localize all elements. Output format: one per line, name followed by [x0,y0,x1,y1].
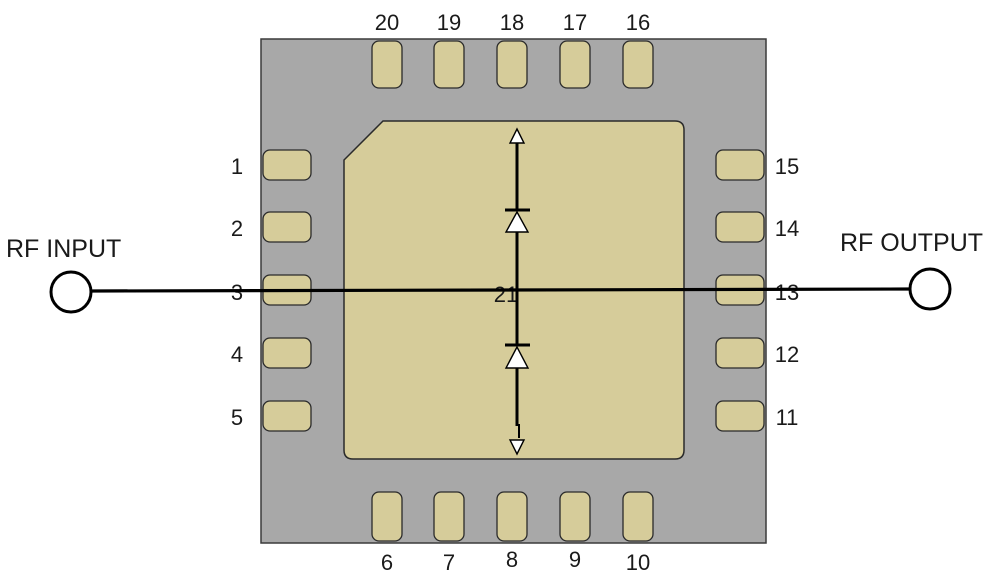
pin-number-left: 5 [231,405,243,430]
pin-number-right: 14 [775,216,799,241]
diode-chain [504,127,530,456]
pin-number-right: 11 [776,405,799,430]
pad-top [496,40,528,89]
pin-number-bottom: 10 [626,550,650,575]
pin-number-bottom: 6 [381,550,393,575]
pin-number-top: 18 [500,10,524,35]
pin-number-top: 17 [563,10,587,35]
left-pads [262,149,312,432]
pad-top [622,40,654,89]
pin-number-top: 19 [437,10,461,35]
pad-bottom [433,491,465,542]
pad-left [262,400,312,432]
pad-left [262,149,312,181]
pin-number-top: 20 [375,10,399,35]
pin-number-bottom: 7 [443,550,455,575]
rf-output-label: RF OUTPUT [840,229,983,257]
pin-number-left: 1 [231,154,243,179]
pin-number-bottom: 9 [569,547,581,572]
pad-left [262,211,312,243]
pad-top [371,40,403,89]
arrow-down-icon [508,439,526,456]
pad-bottom [371,491,403,542]
pad-right [715,149,765,181]
rf-signal-line [91,287,911,293]
pad-right [715,211,765,243]
pad-bottom [559,491,591,542]
pad-bottom [622,491,654,542]
pin-number-right: 12 [775,342,799,367]
pad-top [433,40,465,89]
pin-number-left: 3 [231,280,243,305]
bottom-pads [371,491,654,542]
pin-number-right: 13 [775,280,799,305]
center-pin-number: 21 [494,282,518,307]
pin-number-left: 4 [231,342,243,367]
rf-input-terminal [49,270,93,314]
pad-right [715,400,765,432]
top-pads [371,40,654,89]
rf-input-label: RF INPUT [6,235,121,263]
pin-number-right: 15 [775,154,799,179]
pin-number-left: 2 [231,216,243,241]
pad-bottom [496,491,528,542]
pin-number-top: 16 [626,10,650,35]
pad-left [262,337,312,369]
pad-right [715,337,765,369]
pin-number-bottom: 8 [506,547,518,572]
pad-top [559,40,591,89]
rf-output-terminal [908,267,952,311]
